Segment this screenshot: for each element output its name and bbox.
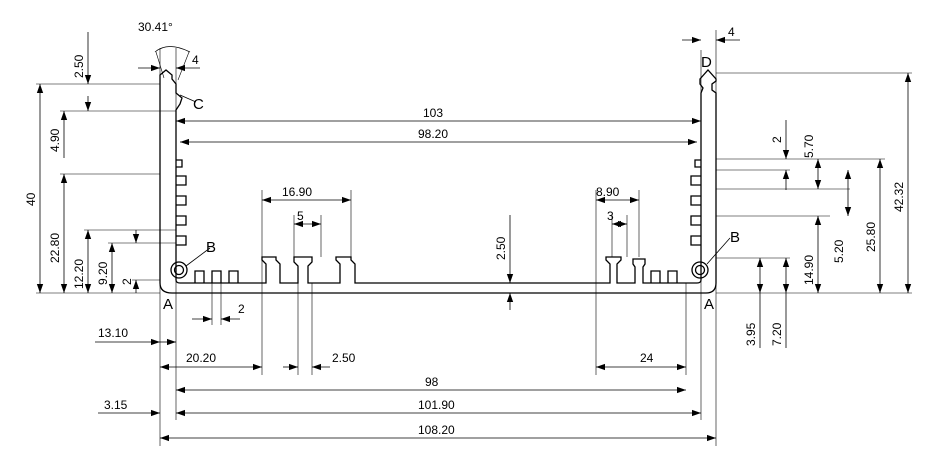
dim-v-9-20: 9.20 bbox=[96, 261, 110, 285]
callout-a-right: A bbox=[704, 296, 714, 313]
dim-24: 24 bbox=[640, 351, 654, 365]
dim-v-3-95: 3.95 bbox=[744, 322, 758, 346]
dim-103: 103 bbox=[423, 106, 443, 120]
dim-angle-30-41: 30.41° bbox=[138, 20, 173, 34]
dim-v-5-20: 5.20 bbox=[832, 239, 846, 263]
callout-d: D bbox=[701, 54, 712, 71]
dim-v-12-20: 12.20 bbox=[72, 259, 86, 289]
extension-lines bbox=[36, 30, 912, 446]
callout-c: C bbox=[193, 96, 204, 113]
dim-108-20: 108.20 bbox=[418, 423, 455, 437]
dim-v-25-80: 25.80 bbox=[864, 222, 878, 252]
dim-3: 3 bbox=[607, 209, 614, 223]
dim-20-20: 20.20 bbox=[186, 351, 216, 365]
dim-top-left-4: 4 bbox=[192, 53, 199, 67]
profile-outline bbox=[159, 69, 717, 294]
dim-101-90: 101.90 bbox=[418, 398, 455, 412]
dim-v-22-80: 22.80 bbox=[48, 233, 62, 263]
dim-3-15: 3.15 bbox=[104, 398, 128, 412]
callout-b-right: B bbox=[730, 229, 740, 246]
dim-v-42-32: 42.32 bbox=[892, 182, 906, 212]
dim-top-right-4: 4 bbox=[728, 25, 735, 39]
dim-slot-2: 2 bbox=[238, 302, 245, 316]
dim-v-4-90: 4.90 bbox=[48, 128, 62, 152]
dim-v-14-90: 14.90 bbox=[802, 255, 816, 285]
dim-13-10: 13.10 bbox=[98, 326, 128, 340]
dim-v-2-right: 2 bbox=[770, 136, 784, 143]
dim-5: 5 bbox=[297, 209, 304, 223]
dim-98: 98 bbox=[425, 375, 439, 389]
dimension-labels: 30.41° 4 4 103 98.20 16.90 5 8.90 3 2 13… bbox=[24, 20, 906, 437]
dim-v-2-left: 2 bbox=[120, 278, 134, 285]
callout-labels: A A B B C D bbox=[163, 54, 740, 313]
callout-b-left: B bbox=[206, 239, 216, 256]
dim-v-7-20: 7.20 bbox=[770, 322, 784, 346]
dim-98-20: 98.20 bbox=[418, 127, 448, 141]
dim-8-90: 8.90 bbox=[596, 185, 620, 199]
callout-a-left: A bbox=[163, 296, 173, 313]
dim-v-5-70: 5.70 bbox=[802, 134, 816, 158]
dim-v-2-50-left: 2.50 bbox=[72, 54, 86, 78]
dimension-lines bbox=[36, 32, 912, 442]
dim-v-2-50-mid: 2.50 bbox=[494, 236, 508, 260]
dim-16-90: 16.90 bbox=[282, 185, 312, 199]
dim-2-50: 2.50 bbox=[332, 351, 356, 365]
dim-v-40: 40 bbox=[24, 192, 38, 206]
